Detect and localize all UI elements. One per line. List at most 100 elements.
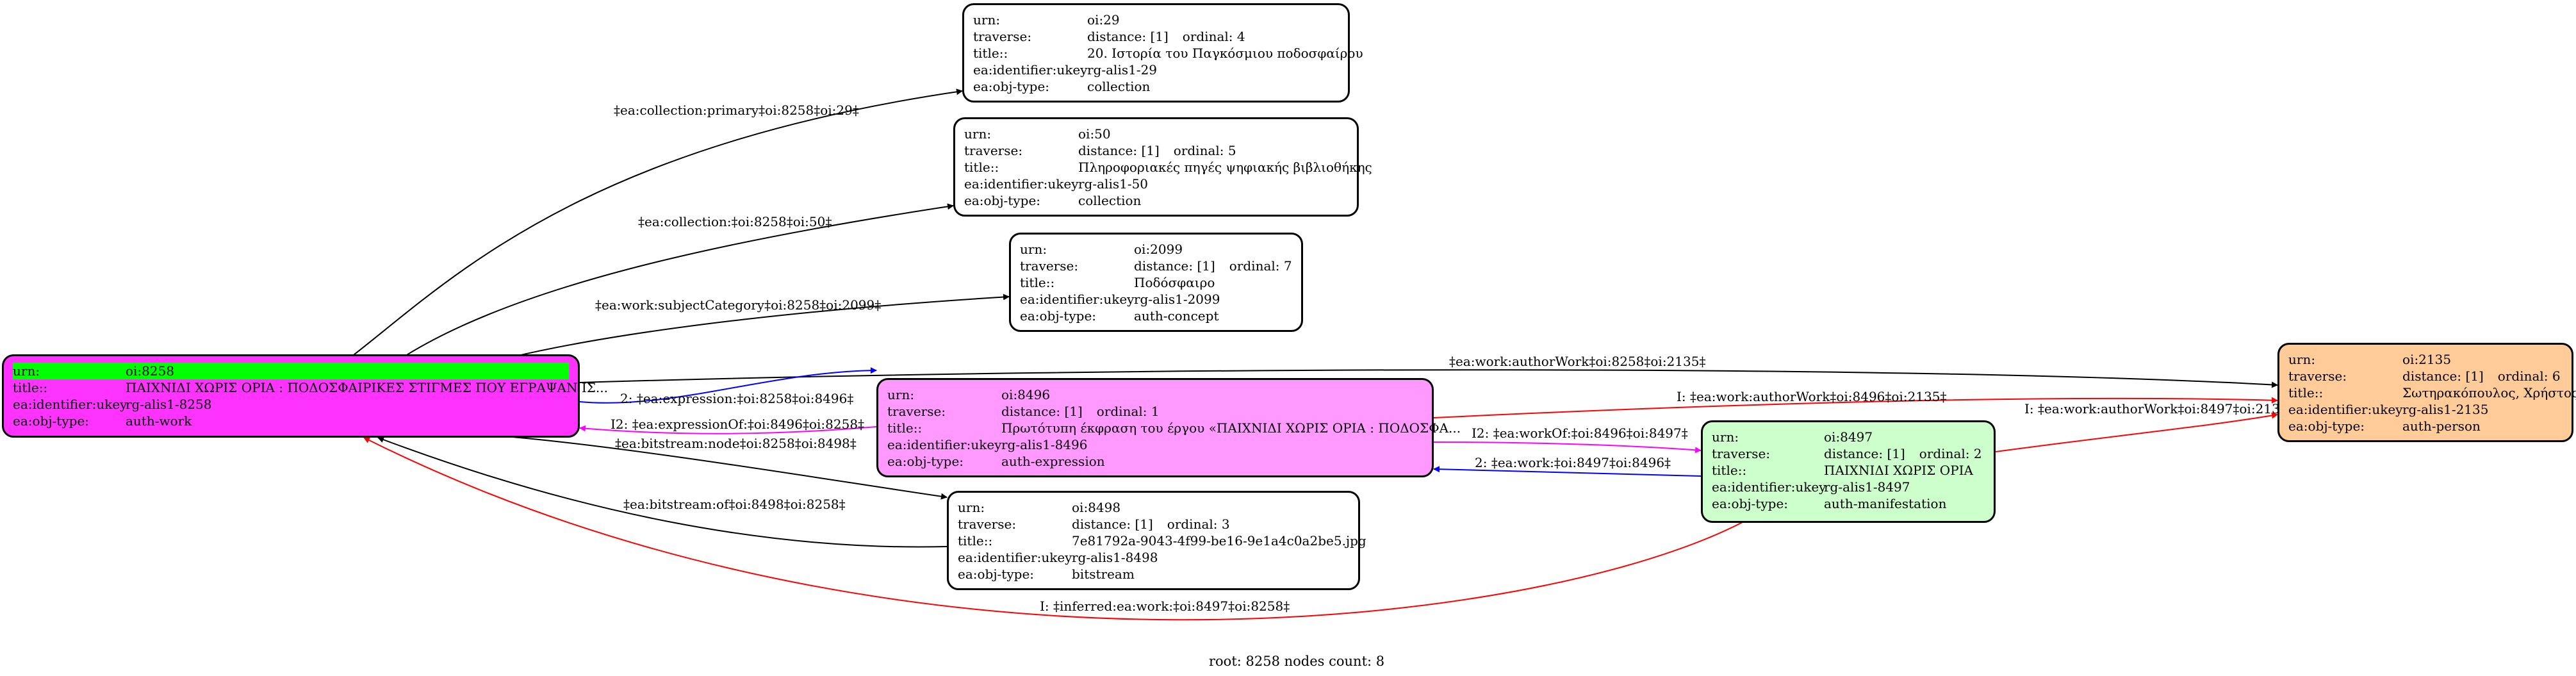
field-value: rg-alis1-8496 — [1001, 437, 1088, 452]
field-value: distance: [1] — [1072, 516, 1153, 532]
edge-label: I2: ‡ea:workOf:‡oi:8496‡oi:8497‡ — [1472, 425, 1688, 441]
edge-author-work-8496 — [1433, 397, 2278, 418]
field-key: ea:obj-type: — [1712, 496, 1789, 511]
field-value: auth-manifestation — [1824, 496, 1947, 511]
node-8498[interactable]: urn: oi:8498 traverse: distance: [1] ordina… — [947, 491, 1366, 590]
field-value: oi:8258 — [126, 363, 175, 379]
field-key: traverse: — [1020, 258, 1079, 274]
field-value: rg-alis1-8498 — [1072, 550, 1158, 565]
edge-label: I: ‡ea:work:authorWork‡oi:8496‡oi:2135‡ — [1677, 389, 1947, 404]
graph-footer: root: 8258 nodes count: 8 — [1209, 654, 1385, 669]
field-value: ordinal: 6 — [2497, 368, 2561, 384]
field-key: ea:identifier:ukey — [1712, 479, 1826, 495]
field-value: auth-person — [2402, 418, 2481, 434]
node-8497[interactable]: urn:oi:8497 traverse:distance: [1]ordina… — [1701, 420, 1996, 523]
edge-bitstream-node — [512, 436, 948, 500]
field-value: rg-alis1-2135 — [2402, 402, 2489, 417]
field-value: distance: [1] — [1087, 29, 1169, 44]
field-key: traverse: — [2288, 368, 2347, 384]
field-value: rg-alis1-8497 — [1824, 479, 1910, 495]
edge-work — [1433, 466, 1702, 477]
node-8496[interactable]: urn:oi:8496 traverse:distance: [1]ordina… — [876, 378, 1461, 477]
edge-expression — [579, 367, 877, 404]
field-value: auth-work — [126, 413, 192, 429]
edge-collection — [403, 203, 954, 358]
field-value: rg-alis1-50 — [1078, 176, 1149, 192]
node-2135[interactable]: urn: oi:2135 traverse: distance: [1] ordina… — [2277, 343, 2576, 442]
field-value: ordinal: 5 — [1173, 143, 1236, 158]
field-key: ea:identifier:ukey — [2288, 402, 2403, 417]
field-key: urn: — [13, 363, 40, 379]
field-key: traverse: — [1712, 446, 1771, 461]
edge-label: ‡ea:work:subjectCategory‡oi:8258‡oi:2099… — [595, 297, 882, 313]
field-key: title:: — [973, 45, 1008, 61]
field-value: 7e81792a-9043-4f99-be16-9e1a4c0a2be5.jpg — [1072, 533, 1366, 548]
field-key: urn: — [2288, 352, 2316, 367]
edge-label: ‡ea:collection:primary‡oi:8258‡oi:29‡ — [614, 103, 859, 118]
edge-inferred-work — [363, 437, 1743, 621]
field-key: urn: — [958, 500, 985, 515]
field-key: ea:obj-type: — [958, 566, 1035, 582]
edge-label: I2: ‡ea:expressionOf:‡oi:8496‡oi:8258‡ — [611, 416, 865, 432]
node-2099[interactable]: urn: oi:2099 traverse: distance: [1] ordina… — [1009, 233, 1303, 332]
field-key: ea:obj-type: — [964, 193, 1041, 208]
field-value: Πρωτότυπη έκφραση του έργου «ΠΑΙΧΝΙΔΙ ΧΩ… — [1001, 420, 1461, 436]
field-key: ea:obj-type: — [973, 79, 1050, 94]
field-value: distance: [1] — [1134, 258, 1215, 274]
field-key: traverse: — [973, 29, 1032, 44]
field-value: ordinal: 3 — [1167, 516, 1230, 532]
edge-label: I: ‡ea:work:authorWork‡oi:8497‡oi:2135‡ — [2024, 401, 2295, 416]
field-value: distance: [1] — [1824, 446, 1905, 461]
edge-label: I: ‡inferred:ea:work:‡oi:8497‡oi:8258‡ — [1040, 598, 1290, 614]
field-value: rg-alis1-29 — [1087, 62, 1158, 78]
edge-work-of — [1433, 441, 1702, 454]
edge-author-work — [579, 369, 2278, 388]
node-8258[interactable]: urn: oi:8258 title::ΠΑΙΧΝΙΔΙ ΧΩΡΙΣ ΟΡΙΑ :… — [2, 354, 608, 438]
field-key: ea:identifier:ukey — [964, 176, 1079, 192]
field-value: distance: [1] — [2402, 368, 2484, 384]
field-key: title:: — [1712, 463, 1747, 478]
field-key: title:: — [13, 380, 48, 395]
field-key: ea:obj-type: — [887, 454, 964, 469]
field-value: Ποδόσφαιρο — [1134, 275, 1215, 290]
field-value: ΠΑΙΧΝΙΔΙ ΧΩΡΙΣ ΟΡΙΑ : ΠΟΔΟΣΦΑΙΡΙΚΕΣ ΣΤΙΓ… — [126, 380, 608, 395]
field-value: oi:8497 — [1824, 429, 1873, 445]
field-key: title:: — [1020, 275, 1055, 290]
node-29[interactable]: urn:oi:29 traverse:distance: [1]ordinal:… — [962, 3, 1363, 103]
edge-author-work-8497 — [1995, 412, 2278, 452]
field-value: ordinal: 7 — [1229, 258, 1292, 274]
field-key: title:: — [958, 533, 993, 548]
field-value: collection — [1087, 79, 1151, 94]
field-value: oi:8498 — [1072, 500, 1121, 515]
field-value: ordinal: 4 — [1182, 29, 1245, 44]
field-key: urn: — [964, 126, 992, 142]
field-value: oi:2135 — [2402, 352, 2452, 367]
field-key: urn: — [1712, 429, 1739, 445]
field-key: title:: — [887, 420, 923, 436]
edge-label: ‡ea:work:authorWork‡oi:8258‡oi:2135‡ — [1449, 354, 1706, 369]
field-key: traverse: — [958, 516, 1017, 532]
field-key: urn: — [1020, 242, 1047, 257]
edge-label: ‡ea:bitstream:node‡oi:8258‡oi:8498‡ — [615, 436, 857, 451]
edge-collection-primary — [350, 88, 963, 358]
node-50[interactable]: urn:oi:50 traverse:distance: [1]ordinal:… — [953, 117, 1372, 217]
edge-label: ‡ea:collection:‡oi:8258‡oi:50‡ — [638, 214, 832, 229]
field-value: oi:2099 — [1134, 242, 1183, 257]
field-value: oi:50 — [1078, 126, 1111, 142]
field-key: traverse: — [964, 143, 1023, 158]
field-value: 20. Ιστορία του Παγκόσμιου ποδοσφαίρου — [1087, 45, 1363, 61]
field-key: title:: — [964, 160, 999, 175]
edge-label: 2: ‡ea:work:‡oi:8497‡oi:8496‡ — [1475, 455, 1671, 470]
field-key: ea:obj-type: — [13, 413, 90, 429]
edge-expression-of — [579, 425, 877, 434]
field-value: ΠΑΙΧΝΙΔΙ ΧΩΡΙΣ ΟΡΙΑ — [1824, 463, 1973, 478]
edge-subject-category — [512, 293, 1010, 358]
field-value: rg-alis1-2099 — [1134, 292, 1220, 307]
field-value: ordinal: 1 — [1096, 404, 1160, 419]
field-key: ea:obj-type: — [1020, 308, 1097, 324]
field-key: ea:identifier:ukey — [887, 437, 1002, 452]
edge-bitstream-of — [377, 436, 948, 548]
edge-label: ‡ea:bitstream:of‡oi:8498‡oi:8258‡ — [623, 497, 846, 512]
field-value: auth-concept — [1134, 308, 1219, 324]
